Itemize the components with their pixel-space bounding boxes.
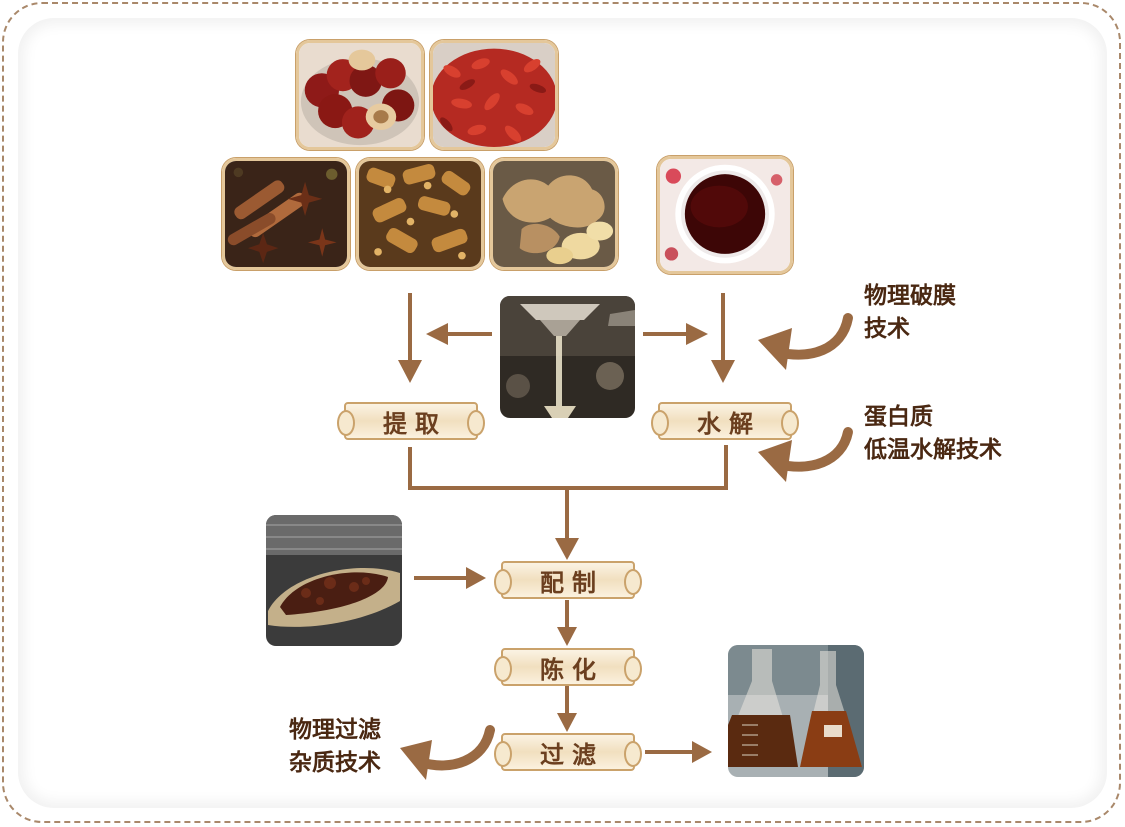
note-filter-technique: 物理过滤 杂质技术 [289, 714, 381, 780]
note-filter-line-2: 杂质技术 [289, 750, 381, 776]
step-hydrolysis-box: 水解 [651, 402, 799, 440]
note-protein-hydrolysis: 蛋白质 低温水解技术 [864, 401, 1002, 467]
dark-red-liquid-image [657, 156, 793, 274]
dried-herb-root-image [356, 158, 484, 270]
pouring-liquid-image [500, 296, 635, 418]
curved-arrow-protein [758, 427, 853, 482]
step-aging-box: 陈化 [494, 648, 642, 686]
filtered-flasks-image [728, 645, 864, 777]
step-extract-label: 提取 [383, 409, 447, 438]
note-membrane-line-1: 物理破膜 [864, 283, 956, 309]
note-filter-line-1: 物理过滤 [289, 717, 381, 743]
curved-arrow-filter [400, 725, 495, 780]
red-dates-image [296, 40, 424, 150]
step-formulate-box: 配制 [494, 561, 642, 599]
step-hydrolysis-label: 水解 [697, 409, 761, 438]
goji-berries-image [430, 40, 558, 150]
curved-arrow-membrane [758, 313, 853, 370]
step-aging-label: 陈化 [540, 655, 604, 684]
note-protein-line-1: 蛋白质 [864, 404, 933, 430]
step-formulate-label: 配制 [540, 568, 604, 597]
note-membrane-technique: 物理破膜 技术 [864, 280, 956, 346]
step-filter-box: 过滤 [494, 733, 642, 771]
brown-paste-image [266, 515, 402, 646]
step-extract-box: 提取 [337, 402, 485, 440]
note-protein-line-2: 低温水解技术 [864, 437, 1002, 463]
note-membrane-line-2: 技术 [864, 316, 910, 342]
ginger-image [490, 158, 618, 270]
step-filter-label: 过滤 [540, 740, 604, 769]
cinnamon-star-anise-image [222, 158, 350, 270]
